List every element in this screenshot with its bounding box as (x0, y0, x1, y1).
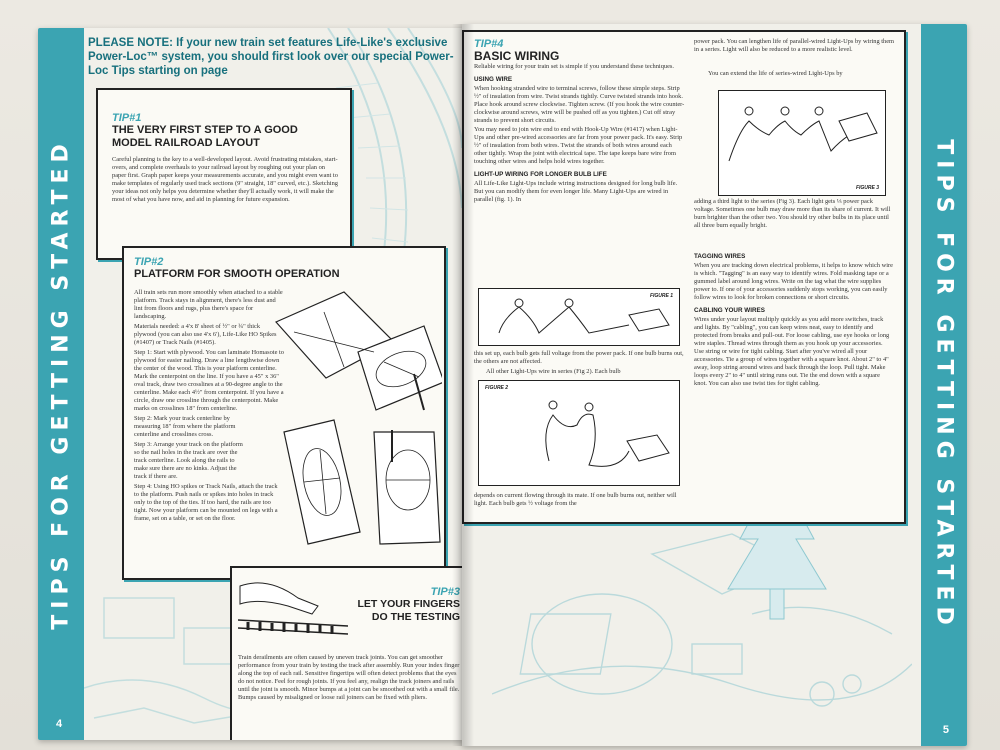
lightup-text-4: depends on current flowing through its m… (474, 492, 677, 507)
finger-track-illustration (238, 582, 348, 635)
series-wiring-diagram (545, 400, 670, 467)
tip2-step4: Step 4: Using HO spikes or Track Nails, … (134, 483, 278, 522)
cabling-heading: CABLING YOUR WIRES (694, 307, 765, 314)
tip2-step3: Step 3: Arrange your track on the platfo… (134, 441, 243, 480)
right-page-number: 5 (942, 724, 949, 736)
tip4-box: TIP#4 BASIC WIRING Reliable wiring for y… (462, 30, 906, 524)
using-wire-text: When hooking stranded wire to terminal s… (474, 85, 685, 124)
three-light-series-diagram (728, 106, 878, 162)
tagging-heading: TAGGING WIRES (694, 253, 746, 260)
tip2-p2: Materials needed: a 4'x 8' sheet of ½" o… (134, 323, 277, 346)
tip4-label: TIP#4 (474, 38, 504, 50)
tip3-title: LET YOUR FINGERS DO THE TESTING (357, 598, 460, 623)
tip2-label: TIP#2 (134, 256, 164, 268)
parallel-wiring-diagram (498, 298, 670, 334)
power-loc-note: PLEASE NOTE: If your new train set featu… (88, 37, 454, 77)
right-page: TIPS FOR GETTING STARTED 5 (462, 24, 967, 746)
tip1-box: TIP#1 THE VERY FIRST STEP TO A GOOD MODE… (96, 88, 352, 260)
tip2-step2: Step 2: Mark your track centerline by me… (134, 415, 236, 438)
lightup-text-2: this set up, each bulb gets full voltage… (474, 350, 684, 365)
using-wire-heading: USING WIRE (474, 76, 513, 83)
lightup-text: All Life-Like Light-Ups include wiring i… (474, 180, 678, 203)
figure-2: FIGURE 2 (478, 380, 680, 486)
col2-top-text-2: You can extend the life of series-wired … (708, 70, 843, 77)
figure-1: FIGURE 1 (478, 288, 680, 346)
layout-landscape-illustration (492, 533, 912, 707)
tip4-title: BASIC WIRING (474, 49, 560, 63)
tip2-title: PLATFORM FOR SMOOTH OPERATION (134, 268, 340, 280)
lightup-text-3: All other Light-Ups wire in series (Fig … (486, 368, 621, 375)
tip4-intro: Reliable wiring for your train set is si… (474, 63, 675, 70)
tip3-box: TIP#3 LET YOUR FINGERS DO THE TESTING Tr… (230, 566, 462, 740)
left-band-text: TIPS FOR GETTING STARTED (48, 138, 74, 630)
figure-2-label: FIGURE 2 (485, 385, 509, 391)
book-gutter (452, 24, 474, 746)
figure-1-label: FIGURE 1 (649, 293, 673, 299)
tip1-label: TIP#1 (112, 112, 142, 124)
left-page: TIPS FOR GETTING STARTED 4 PLEASE N (38, 28, 462, 740)
tip1-body: Careful planning is the key to a well-de… (112, 156, 338, 203)
tip2-p1: All train sets run more smoothly when at… (134, 289, 283, 320)
tagging-text: When you are tracking down electrical pr… (694, 262, 893, 301)
left-page-number: 4 (56, 718, 63, 730)
figure-3: FIGURE 3 (718, 90, 886, 196)
figure-3-label: FIGURE 3 (855, 185, 879, 191)
right-band-text: TIPS FOR GETTING STARTED (931, 139, 957, 631)
left-side-band: TIPS FOR GETTING STARTED 4 (38, 28, 84, 740)
lightup-heading: LIGHT-UP WIRING FOR LONGER BULB LIFE (474, 171, 607, 178)
right-side-band: TIPS FOR GETTING STARTED 5 (921, 24, 967, 746)
tip1-title: THE VERY FIRST STEP TO A GOOD MODEL RAIL… (112, 124, 298, 149)
col2-mid-text: adding a third light to the series (Fig … (694, 198, 891, 229)
plywood-platform-illustrations (275, 291, 442, 545)
tip2-step1: Step 1: Start with plywood. You can lami… (134, 349, 284, 412)
tip3-label: TIP#3 (430, 586, 460, 598)
col2-top-text: power pack. You can lengthen life of par… (694, 38, 895, 53)
tip3-body: Train derailments are often caused by un… (238, 654, 460, 701)
using-wire-text-2: You may need to join wire end to end wit… (474, 126, 683, 165)
cabling-text: Wires under your layout multiply quickly… (694, 316, 890, 387)
tip2-box: TIP#2 PLATFORM FOR SMOOTH OPERATION All … (122, 246, 446, 580)
